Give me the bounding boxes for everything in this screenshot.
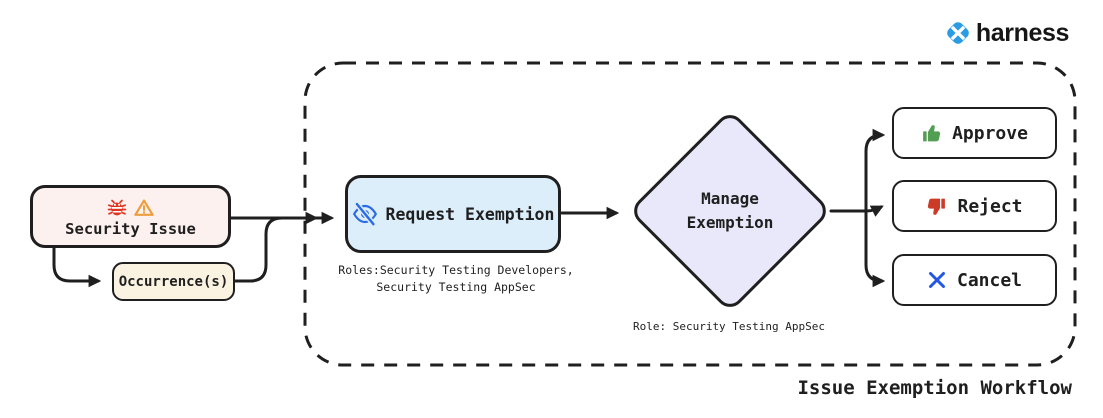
- reject-label: Reject: [957, 195, 1023, 217]
- manage-exemption-diamond: [634, 115, 826, 307]
- harness-logo-icon: [947, 22, 969, 44]
- occurrences-label: Occurrence(s): [118, 273, 229, 290]
- workflow-title: Issue Exemption Workflow: [797, 377, 1072, 399]
- workflow-dashed-container: [303, 61, 1077, 367]
- harness-brand: harness: [943, 18, 1069, 48]
- arrow-manage-to-reject: [864, 205, 884, 217]
- arrow-manage-to-cancel: [864, 209, 886, 288]
- approve-label: Approve: [952, 122, 1028, 144]
- manage-exemption-label: Manage Exemption: [686, 189, 774, 232]
- security-issue-label: Security Issue: [65, 219, 196, 238]
- bug-icon: [107, 199, 127, 215]
- occurrences-node: Occurrence(s): [112, 262, 235, 301]
- cancel-node: Cancel: [892, 254, 1057, 306]
- eye-slash-icon: [352, 202, 377, 226]
- arrow-security-to-occurrences: [52, 246, 102, 288]
- arrow-manage-to-approve: [864, 128, 886, 213]
- cancel-label: Cancel: [956, 269, 1023, 291]
- arrow-occurrences-to-request: [233, 211, 319, 283]
- x-icon: [928, 272, 945, 288]
- request-exemption-label: Request Exemption: [385, 204, 555, 224]
- security-issue-node: Security Issue: [30, 185, 231, 248]
- thumbs-up-icon: [923, 124, 941, 141]
- request-exemption-node: Request Exemption: [345, 175, 561, 253]
- request-exemption-roles-note: Roles:Security Testing Developers, Secur…: [338, 263, 574, 294]
- warning-icon: [134, 199, 154, 216]
- brand-name: harness: [975, 18, 1069, 47]
- approve-node: Approve: [892, 107, 1057, 159]
- manage-exemption-role-note: Role: Security Testing AppSec: [632, 320, 826, 333]
- thumbs-down-icon: [928, 198, 946, 215]
- reject-node: Reject: [892, 180, 1057, 232]
